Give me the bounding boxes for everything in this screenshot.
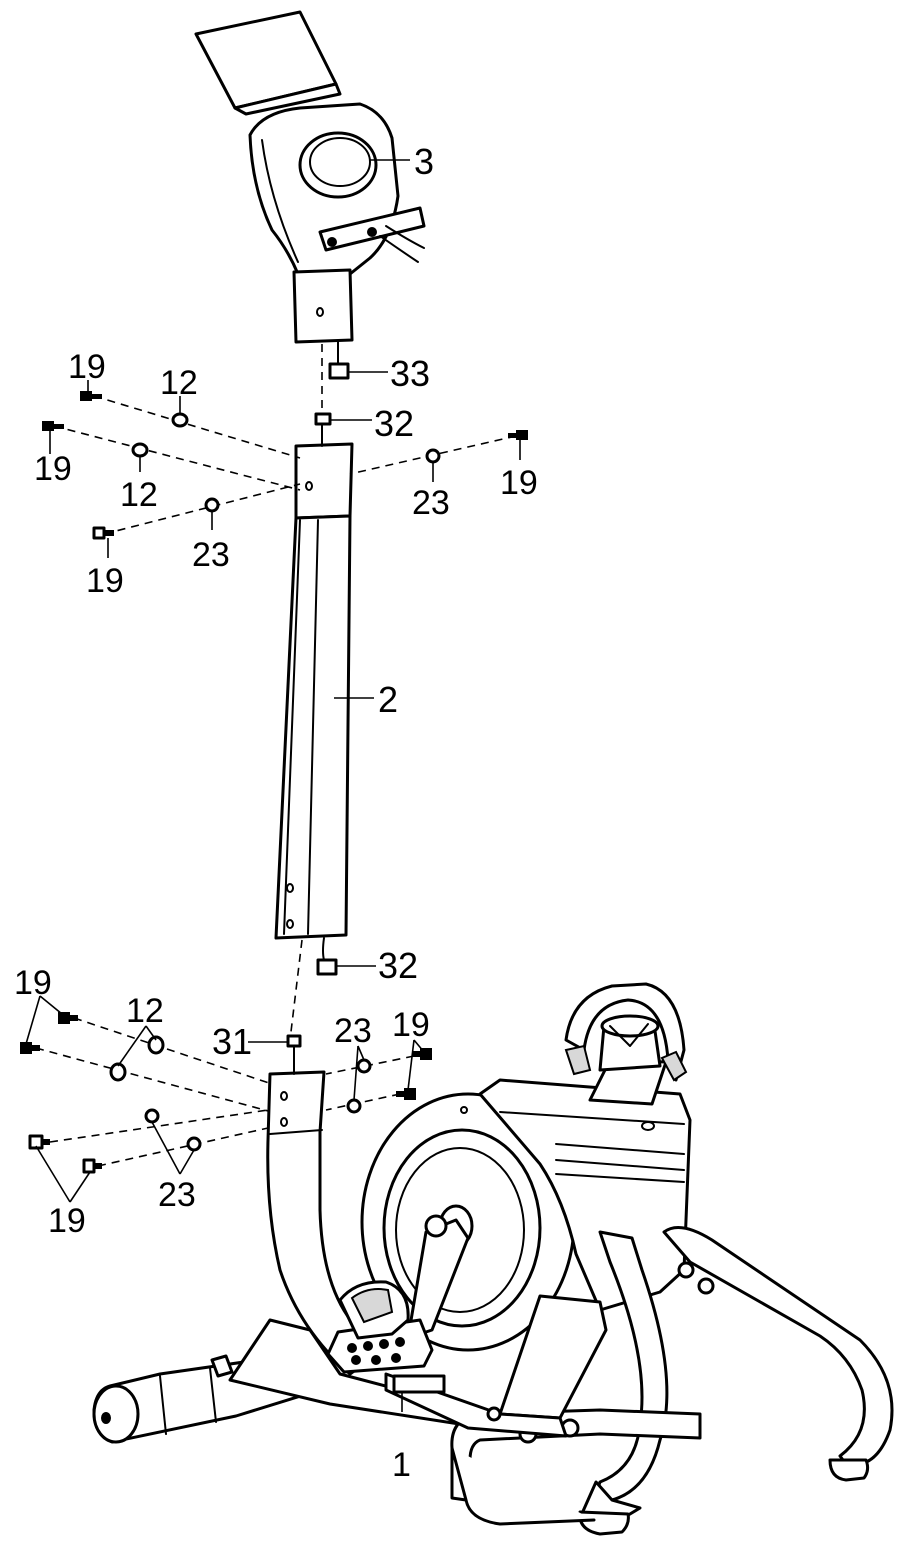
label-part-19-e: 19	[14, 964, 52, 1002]
top-hardware	[42, 380, 528, 558]
label-part-1: 1	[392, 1446, 411, 1484]
washer-icon	[186, 1136, 202, 1152]
bolt-icon	[28, 1134, 50, 1150]
label-part-23-c: 23	[334, 1012, 372, 1050]
label-part-2: 2	[378, 679, 398, 720]
washer-icon	[356, 1058, 372, 1074]
label-part-19-b: 19	[34, 450, 72, 488]
label-part-19-c: 19	[86, 562, 124, 600]
bike-frame	[92, 982, 894, 1536]
label-part-23-b: 23	[412, 484, 450, 522]
washer-icon	[131, 442, 149, 458]
washer-icon	[171, 412, 189, 428]
bolt-icon	[58, 1012, 78, 1024]
label-part-32-bottom: 32	[378, 945, 418, 986]
label-part-33: 33	[390, 353, 430, 394]
label-part-31: 31	[212, 1021, 252, 1062]
washer-icon	[204, 497, 220, 513]
label-part-12-a: 12	[160, 364, 198, 402]
washer-icon	[147, 1035, 165, 1055]
upright-tube	[274, 412, 354, 976]
label-part-19-f: 19	[392, 1006, 430, 1044]
label-part-19-a: 19	[68, 348, 106, 386]
label-part-12-c: 12	[126, 992, 164, 1030]
label-part-19-g: 19	[48, 1202, 86, 1240]
label-part-23-d: 23	[158, 1176, 196, 1214]
bolt-icon	[42, 421, 64, 431]
pedal-holes	[347, 1337, 405, 1365]
bolt-icon	[82, 1158, 102, 1174]
washer-icon	[425, 448, 441, 464]
bolt-icon	[20, 1042, 40, 1054]
label-part-32-top: 32	[374, 403, 414, 444]
label-part-12-b: 12	[120, 476, 158, 514]
washer-icon	[109, 1062, 127, 1082]
label-part-3: 3	[414, 141, 434, 182]
washer-icon	[346, 1098, 362, 1114]
bolt-icon	[508, 430, 528, 440]
label-part-19-d: 19	[500, 464, 538, 502]
bolt-icon	[92, 526, 114, 540]
console-assembly	[194, 10, 426, 380]
part-labels: 3 33 32 2 32 31 1 19 12 19 12 23 19 23 1…	[14, 141, 538, 1484]
washer-icon	[144, 1108, 160, 1124]
bolt-icon	[396, 1088, 416, 1100]
bolt-icon	[80, 391, 102, 401]
bottom-hardware	[20, 995, 432, 1203]
label-part-23-a: 23	[192, 536, 230, 574]
